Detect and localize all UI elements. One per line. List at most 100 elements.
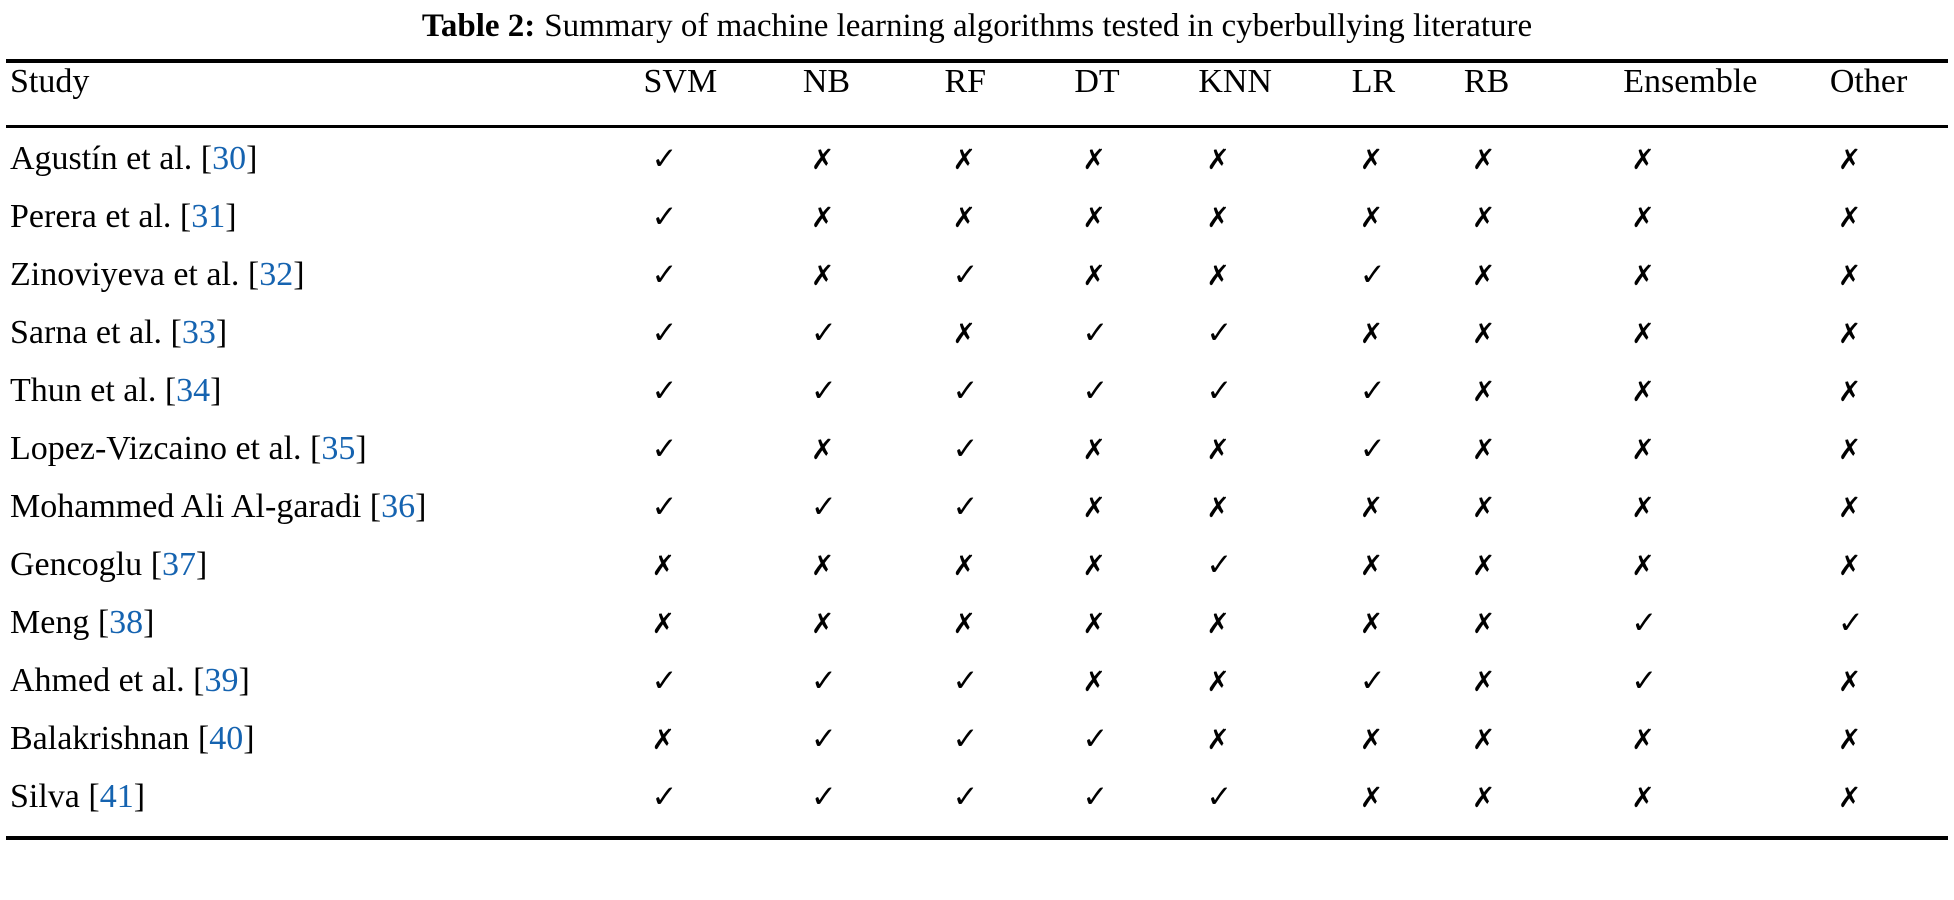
citation-reference[interactable]: [31] (179, 197, 237, 235)
citation-reference[interactable]: [36] (369, 487, 427, 525)
citation-number[interactable]: 32 (259, 255, 294, 293)
study-name: Agustín et al. (10, 139, 201, 177)
citation-number[interactable]: 33 (181, 313, 216, 351)
cell-nb: ✗ (803, 604, 945, 662)
cell-lr: ✗ (1352, 198, 1464, 256)
cross-mark-icon: ✗ (1837, 258, 1862, 292)
column-header-nb: NB (802, 62, 851, 100)
citation-reference[interactable]: [38] (97, 603, 155, 641)
cross-mark-icon: ✗ (1471, 490, 1496, 524)
citation-reference[interactable]: [33] (170, 313, 228, 351)
check-mark-icon: ✓ (651, 256, 678, 293)
check-mark-icon: ✓ (651, 430, 678, 467)
cell-ensemble: ✗ (1623, 778, 1830, 836)
cross-mark-icon: ✗ (1206, 664, 1230, 698)
cell-rb: ✗ (1464, 314, 1623, 372)
citation-reference[interactable]: [37] (150, 545, 208, 583)
cell-knn: ✗ (1198, 128, 1351, 198)
table-caption-label: Table 2: (421, 8, 536, 44)
cell-rf: ✓ (945, 430, 1075, 488)
citation-number[interactable]: 40 (209, 719, 244, 757)
check-mark-icon: ✓ (1082, 778, 1109, 815)
table-row: Mohammed Ali Al-garadi [36]✓✓✓✗✗✗✗✗✗ (6, 488, 1948, 546)
citation-reference[interactable]: [34] (164, 371, 222, 409)
study-name-cell: Meng [38] (6, 604, 643, 662)
citation-number[interactable]: 30 (212, 139, 247, 177)
citation-number[interactable]: 39 (204, 661, 239, 699)
check-mark-icon: ✓ (952, 488, 979, 525)
cell-other: ✗ (1830, 198, 1948, 256)
cross-mark-icon: ✗ (1471, 142, 1496, 176)
check-mark-icon: ✓ (810, 488, 837, 525)
cell-dt: ✗ (1074, 198, 1198, 256)
cell-svm: ✓ (643, 128, 802, 198)
cell-lr: ✗ (1352, 128, 1464, 198)
cross-mark-icon: ✗ (810, 432, 835, 466)
citation-reference[interactable]: [35] (310, 429, 367, 467)
cell-svm: ✓ (643, 430, 802, 488)
citation-reference[interactable]: [39] (193, 661, 250, 699)
citation-number[interactable]: 31 (191, 197, 226, 235)
cell-ensemble: ✓ (1623, 604, 1830, 662)
study-name: Gencoglu (10, 545, 151, 583)
table-mid-rule (6, 124, 1948, 128)
cell-lr: ✗ (1352, 720, 1464, 778)
study-name-cell: Gencoglu [37] (6, 546, 643, 604)
cell-rb: ✗ (1464, 430, 1623, 488)
cross-mark-icon: ✗ (1082, 606, 1106, 640)
cell-knn: ✓ (1198, 546, 1351, 604)
cell-lr: ✗ (1352, 314, 1464, 372)
study-name: Perera et al. (10, 197, 180, 235)
cross-mark-icon: ✗ (1471, 316, 1496, 350)
citation-number[interactable]: 41 (99, 777, 134, 815)
cross-mark-icon: ✗ (1082, 432, 1106, 466)
cell-svm: ✓ (643, 256, 802, 314)
cell-other: ✗ (1830, 662, 1948, 720)
check-mark-icon: ✓ (1082, 720, 1109, 757)
cross-mark-icon: ✗ (810, 258, 835, 292)
cross-mark-icon: ✗ (1631, 316, 1655, 350)
cross-mark-icon: ✗ (1359, 722, 1384, 756)
citation-number[interactable]: 36 (381, 487, 416, 525)
citation-reference[interactable]: [32] (247, 255, 305, 293)
cross-mark-icon: ✗ (1206, 258, 1230, 292)
check-mark-icon: ✓ (952, 256, 979, 293)
cross-mark-icon: ✗ (1206, 490, 1230, 524)
cell-dt: ✓ (1074, 314, 1198, 372)
citation-number[interactable]: 37 (162, 545, 197, 583)
cell-knn: ✗ (1198, 720, 1351, 778)
cell-nb: ✓ (803, 778, 945, 836)
cell-knn: ✗ (1198, 198, 1351, 256)
check-mark-icon: ✓ (1206, 314, 1233, 351)
cross-mark-icon: ✗ (1206, 722, 1230, 756)
check-mark-icon: ✓ (651, 488, 678, 525)
cell-ensemble: ✗ (1623, 314, 1830, 372)
table-row: Ahmed et al. [39]✓✓✓✗✗✓✗✓✗ (6, 662, 1948, 720)
cell-lr: ✓ (1352, 430, 1464, 488)
column-header-svm: SVM (643, 62, 718, 100)
cell-ensemble: ✓ (1623, 662, 1830, 720)
algorithms-table: Study SVM NB RF DT KNN LR RB Ensemble Ot… (6, 63, 1948, 125)
check-mark-icon: ✓ (1206, 778, 1233, 815)
citation-number[interactable]: 34 (176, 371, 211, 409)
citation-number[interactable]: 35 (321, 429, 356, 467)
check-mark-icon: ✓ (651, 662, 678, 699)
table-row: Zinoviyeva et al. [32]✓✗✓✗✗✓✗✗✗ (6, 256, 1948, 314)
cell-knn: ✗ (1198, 662, 1351, 720)
cell-other: ✗ (1830, 128, 1948, 198)
cell-other: ✗ (1830, 488, 1948, 546)
cell-lr: ✓ (1352, 662, 1464, 720)
citation-number[interactable]: 38 (109, 603, 144, 641)
table-row: Silva [41]✓✓✓✓✓✗✗✗✗ (6, 778, 1948, 836)
cell-rf: ✓ (945, 488, 1075, 546)
citation-reference[interactable]: [40] (197, 719, 255, 757)
cell-svm: ✗ (643, 546, 802, 604)
cell-rb: ✗ (1464, 256, 1623, 314)
cross-mark-icon: ✗ (1837, 374, 1862, 408)
cross-mark-icon: ✗ (1837, 142, 1862, 176)
cross-mark-icon: ✗ (651, 722, 675, 756)
citation-reference[interactable]: [41] (88, 777, 146, 815)
cell-nb: ✓ (803, 662, 945, 720)
citation-reference[interactable]: [30] (200, 139, 258, 177)
cell-lr: ✓ (1352, 256, 1464, 314)
